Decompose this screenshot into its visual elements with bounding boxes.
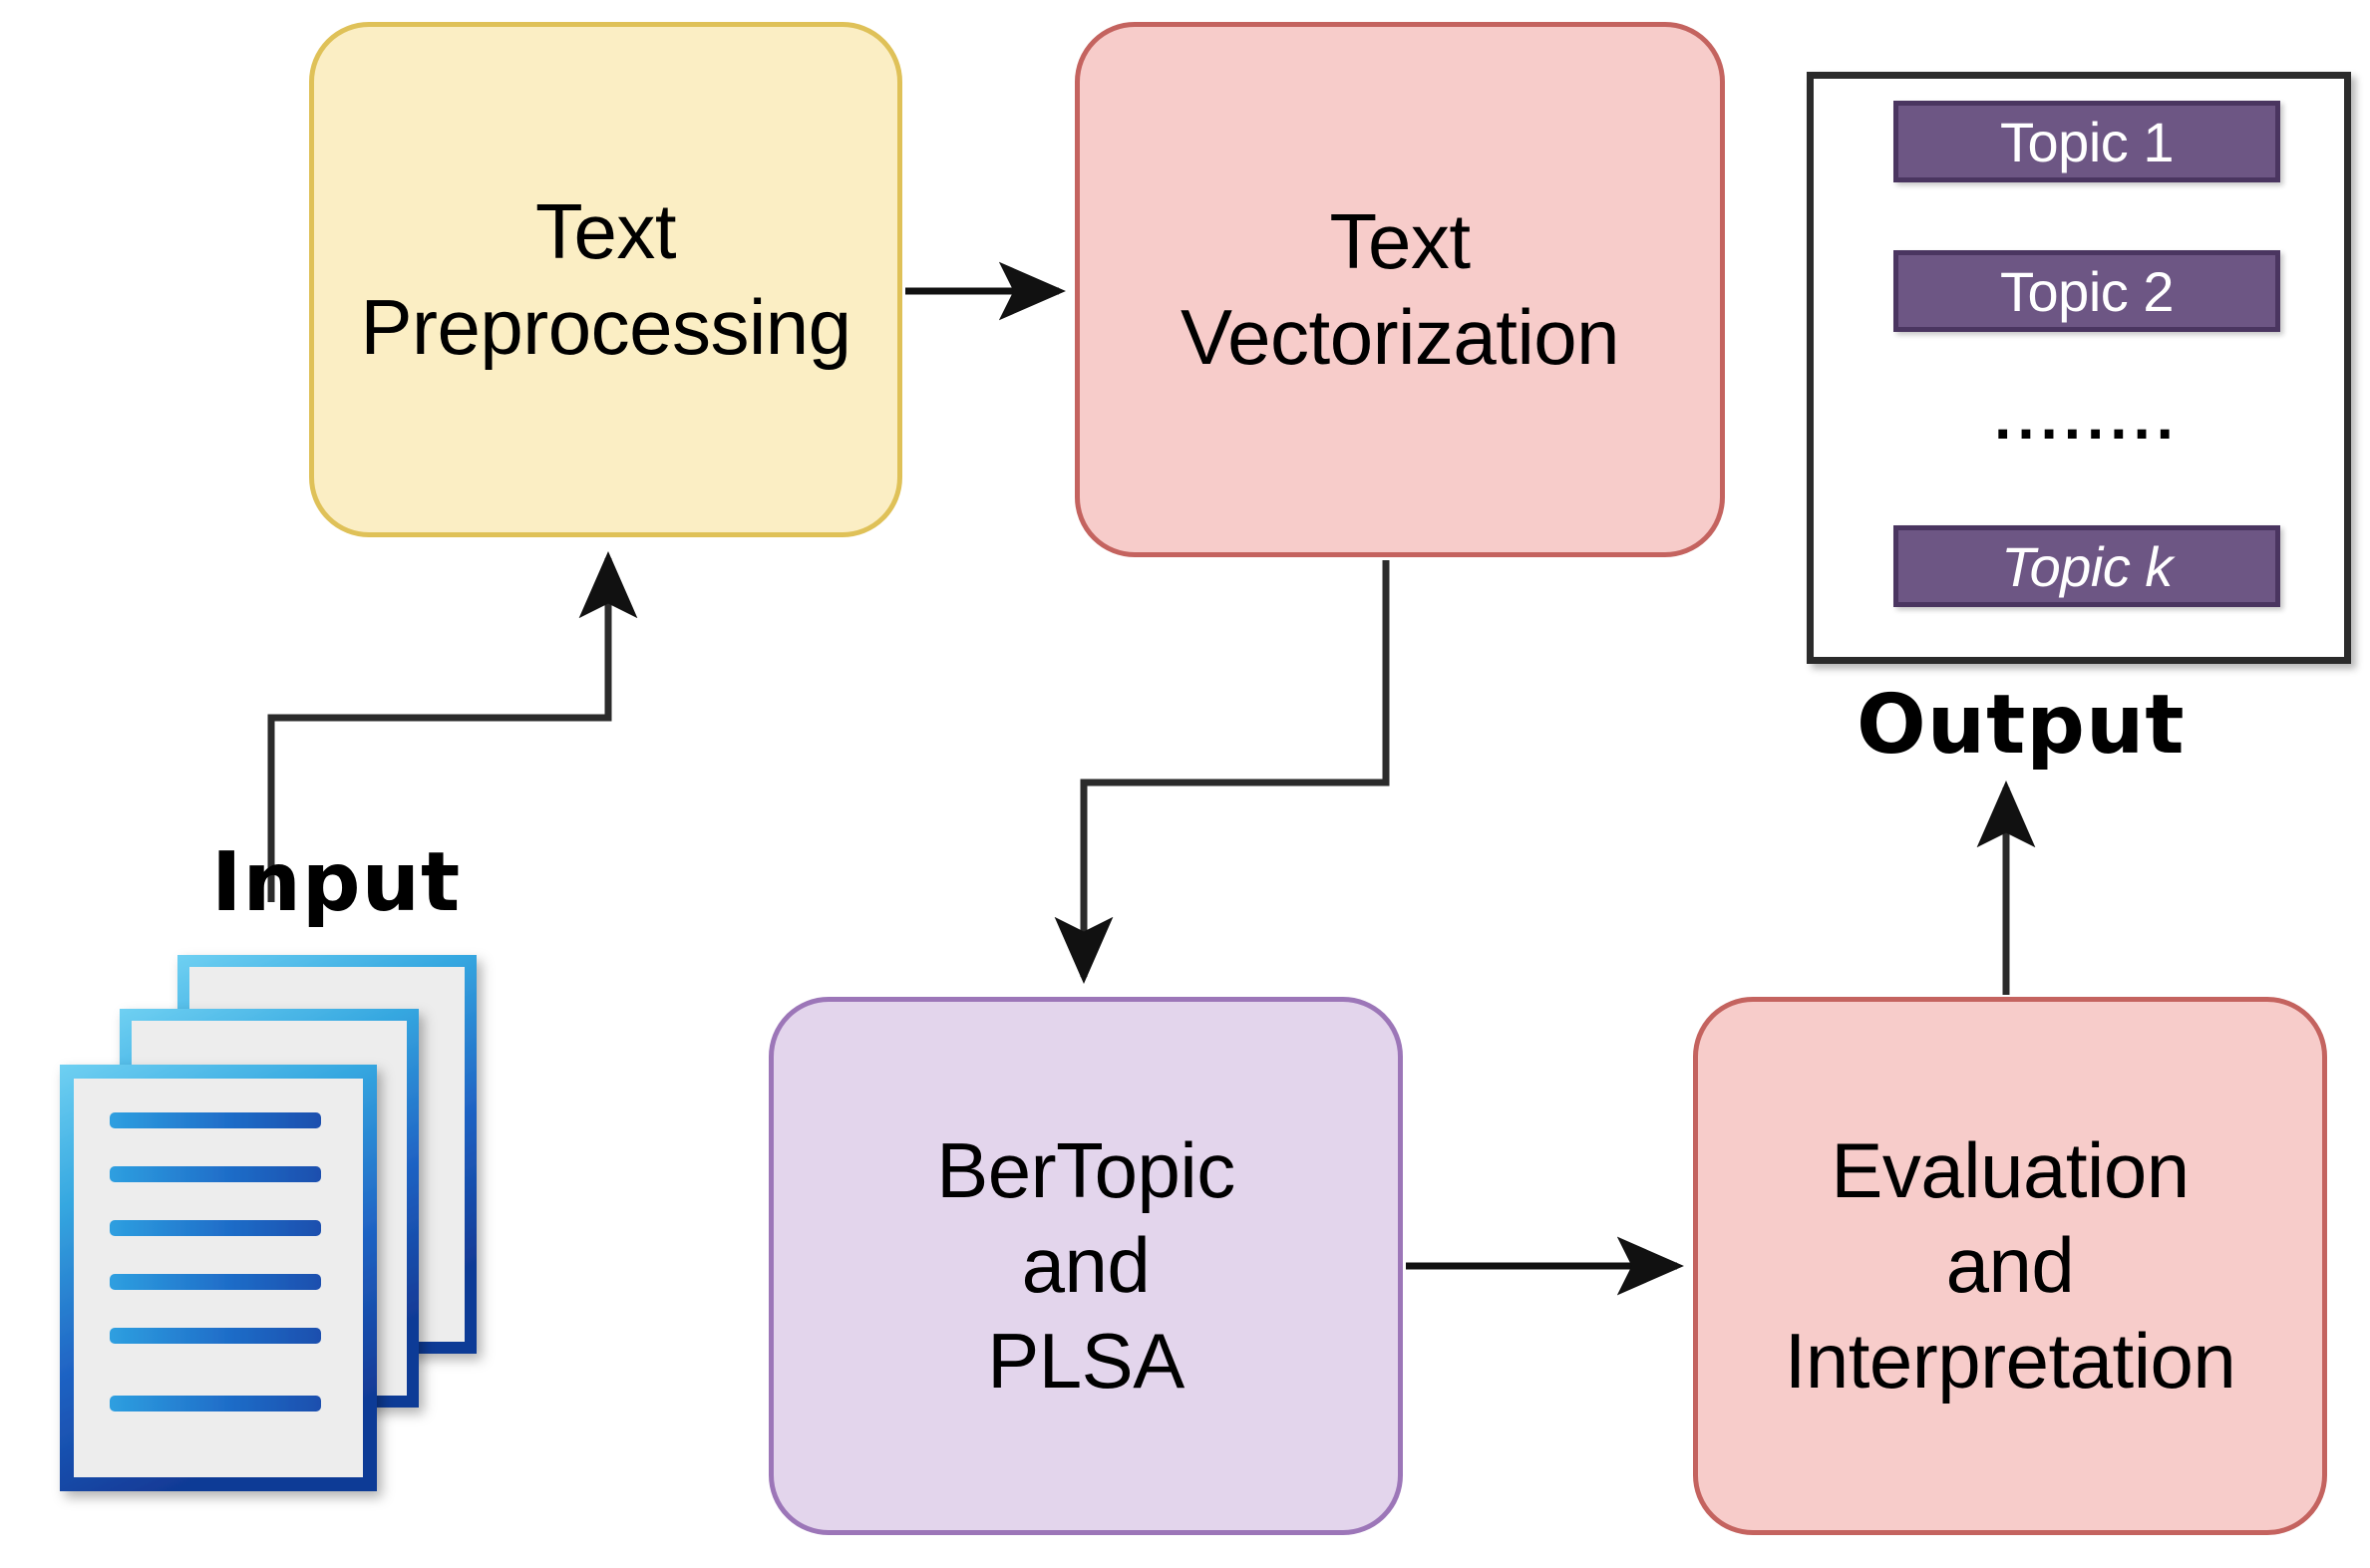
- topic-chip-2[interactable]: Topic 2: [1893, 250, 2280, 332]
- document-text-lines: [110, 1112, 321, 1411]
- node-models-line3: PLSA: [987, 1316, 1185, 1405]
- document-page-front: [60, 1065, 377, 1491]
- topic-chip-1[interactable]: Topic 1: [1893, 101, 2280, 182]
- edge-vectorization-to-models: [1054, 560, 1390, 984]
- node-vectorization-line2: Vectorization: [1180, 292, 1620, 381]
- node-models-line2: and: [1021, 1221, 1151, 1310]
- topic-list-ellipsis: ........: [1994, 383, 2180, 453]
- node-bertopic-and-plsa[interactable]: BerTopic and PLSA: [769, 997, 1403, 1535]
- node-vectorization-line1: Text: [1329, 197, 1471, 286]
- node-evaluation-line3: Interpretation: [1784, 1316, 2236, 1405]
- documents-stack-icon: [48, 917, 516, 1515]
- topic-list: Topic 1 Topic 2 ........ Topic k: [1814, 79, 2344, 657]
- output-panel: Topic 1 Topic 2 ........ Topic k: [1807, 72, 2351, 664]
- node-preprocessing-line1: Text: [534, 187, 677, 276]
- node-evaluation-line2: and: [1945, 1221, 2075, 1310]
- node-evaluation-line1: Evaluation: [1831, 1126, 2190, 1215]
- input-label: Input: [211, 835, 462, 930]
- node-text-vectorization[interactable]: Text Vectorization: [1075, 22, 1725, 557]
- topic-chip-k[interactable]: Topic k: [1893, 525, 2280, 607]
- node-text-preprocessing[interactable]: Text Preprocessing: [309, 22, 902, 537]
- node-preprocessing-line2: Preprocessing: [360, 282, 851, 371]
- node-models-line1: BerTopic: [936, 1126, 1235, 1215]
- output-label: Output: [1857, 678, 2186, 773]
- topic-chip-k-label: Topic k: [2001, 534, 2173, 598]
- node-evaluation-and-interpretation[interactable]: Evaluation and Interpretation: [1693, 997, 2327, 1535]
